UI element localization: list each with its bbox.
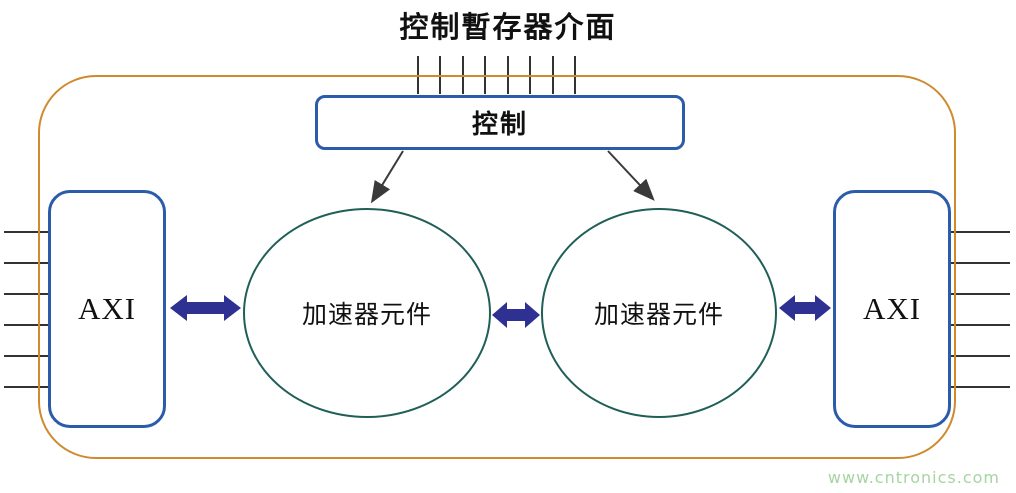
axi-right-box: AXI (833, 190, 951, 428)
control-box: 控制 (315, 95, 685, 150)
right-axi-ticks-icon (951, 231, 1010, 388)
axi-left-box: AXI (48, 190, 166, 428)
control-box-label: 控制 (471, 110, 528, 140)
accelerator-right-ellipse: 加速器元件 (541, 208, 777, 418)
axi-left-label: AXI (77, 291, 137, 326)
accelerator-right-label: 加速器元件 (593, 300, 724, 329)
axi-right-label: AXI (862, 291, 922, 326)
watermark: www.cntronics.com (827, 468, 1000, 487)
accelerator-left-label: 加速器元件 (301, 300, 432, 329)
outer-boundary (38, 75, 956, 459)
accelerator-left-ellipse: 加速器元件 (243, 208, 491, 418)
diagram-title: 控制暫存器介面 (399, 10, 617, 44)
